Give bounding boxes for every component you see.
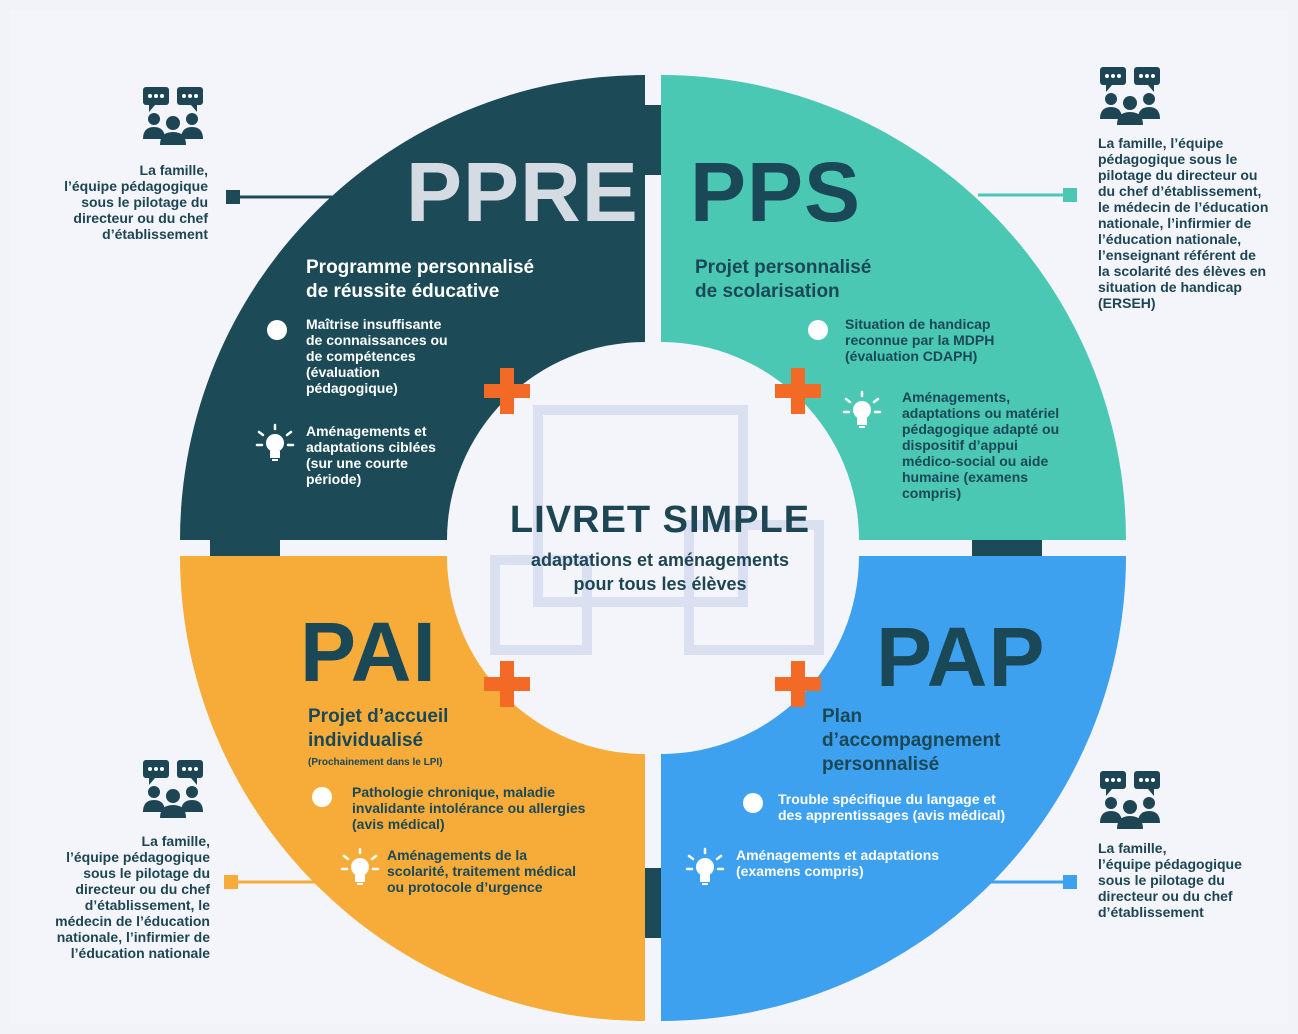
pai-name: Projet d’accueil individualisé xyxy=(308,706,449,751)
center-title: LIVRET SIMPLE xyxy=(509,499,811,541)
divider-tab xyxy=(210,540,280,556)
pap-measures: Aménagements et adaptations (examens com… xyxy=(736,847,940,879)
quadrant-pps xyxy=(661,75,1126,540)
circle-bullet-icon xyxy=(267,320,287,340)
divider-tab xyxy=(645,868,661,938)
quadrant-pap xyxy=(661,556,1126,1021)
people-chat-icon xyxy=(1100,771,1160,829)
pps-name: Projet personnalisé de scolarisation xyxy=(695,257,872,302)
plus-icon xyxy=(484,368,530,414)
ppre-acronym: PPRE xyxy=(406,145,639,239)
divider-tab xyxy=(972,540,1042,556)
pap-acronym: PAP xyxy=(876,610,1046,704)
connector-pap xyxy=(978,875,1077,889)
connector-ppre xyxy=(226,190,332,204)
pps-actors: La famille, l’équipe pédagogique sous le… xyxy=(1098,135,1269,311)
pap-actors: La famille, l’équipe pédagogique sous le… xyxy=(1098,840,1242,920)
pps-acronym: PPS xyxy=(690,145,862,239)
circle-bullet-icon xyxy=(312,787,332,807)
divider-tab xyxy=(645,105,661,175)
ppre-measures: Aménagements et adaptations ciblées (sur… xyxy=(306,423,436,487)
pap-name: Plan d’accompagnement personnalisé xyxy=(822,706,1001,775)
pai-measures: Aménagements de la scolarité, traitement… xyxy=(387,847,577,895)
ring-diagram xyxy=(143,67,1160,1021)
people-chat-icon xyxy=(143,87,203,145)
pai-actors: La famille, l’équipe pédagogique sous le… xyxy=(55,833,210,961)
plus-icon xyxy=(775,661,821,707)
pai-criterion: Pathologie chronique, maladie invalidant… xyxy=(352,784,586,832)
connector-pai xyxy=(224,875,330,889)
plus-icon xyxy=(775,368,821,414)
plus-icon xyxy=(484,661,530,707)
center-subtitle: adaptations et aménagements pour tous le… xyxy=(530,550,790,594)
pps-criterion: Situation de handicap reconnue par la MD… xyxy=(845,316,995,364)
quadrant-ppre xyxy=(180,75,645,540)
people-chat-icon xyxy=(143,760,203,818)
ppre-actors: La famille, l’équipe pédagogique sous le… xyxy=(64,162,208,242)
diagram-canvas: LIVRET SIMPLE adaptations et aménagement… xyxy=(10,10,1288,1024)
circle-bullet-icon xyxy=(743,793,763,813)
connector-pps xyxy=(978,188,1077,202)
people-chat-icon xyxy=(1100,67,1160,125)
quadrant-pai xyxy=(180,556,645,1021)
pai-note: (Prochainement dans le LPI) xyxy=(308,757,443,768)
circle-bullet-icon xyxy=(808,320,828,340)
pap-criterion: Trouble spécifique du langage et des app… xyxy=(778,791,1006,823)
pai-acronym: PAI xyxy=(300,605,437,699)
ppre-criterion: Maîtrise insuffisante de connaissances o… xyxy=(306,316,448,396)
center-background-shapes xyxy=(490,405,824,655)
ppre-name: Programme personnalisé de réussite éduca… xyxy=(306,257,535,302)
pps-measures: Aménagements, adaptations ou matériel pé… xyxy=(902,389,1060,501)
